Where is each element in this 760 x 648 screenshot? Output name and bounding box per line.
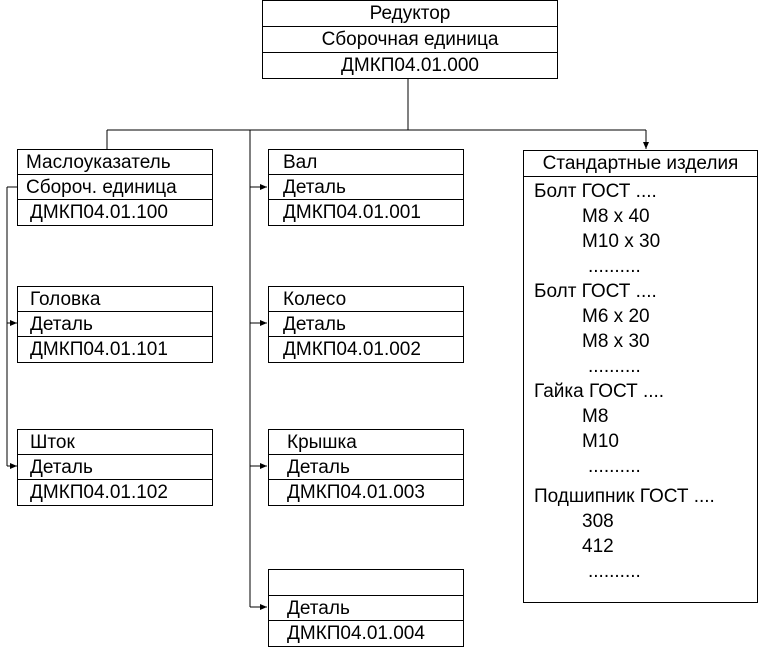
root-name: Редуктор [263,1,557,27]
part-box: Крышка Деталь ДМКП04.01.003 [268,429,464,506]
part-code: ДМКП04.01.004 [287,623,425,644]
assembly-code: ДМКП04.01.100 [30,202,168,223]
part-name: Головка [18,287,212,312]
standard-items-title: Стандартные изделия [524,151,757,177]
part-code: ДМКП04.01.002 [283,339,421,360]
part-type: Деталь [269,455,463,480]
part-code: ДМКП04.01.102 [30,482,168,503]
part-code: ДМКП04.01.101 [30,339,168,360]
standard-item: М10 x 30 [582,231,661,252]
standard-item: М8 x 40 [582,206,650,227]
standard-item: М10 [582,431,619,452]
root-code: ДМКП04.01.000 [341,55,479,76]
part-type: Деталь [18,312,212,337]
standard-item: 308 [582,511,614,532]
root-type: Сборочная единица [263,27,557,53]
part-code: ДМКП04.01.001 [283,202,421,223]
part-name: Шток [18,430,212,455]
part-type: Деталь [269,596,463,621]
standard-item: Болт ГОСТ .... [534,281,657,302]
standard-item: Болт ГОСТ .... [534,181,657,202]
part-type: Деталь [269,312,463,337]
assembly-type: Сбороч. единица [18,175,212,200]
part-name: Крышка [269,430,463,455]
standard-item: .......... [588,356,641,377]
root-box: Редуктор Сборочная единица ДМКП04.01.000 [262,0,558,79]
standard-item: Подшипник ГОСТ .... [534,486,715,507]
part-name: Вал [269,150,463,175]
assembly-part-box: Шток Деталь ДМКП04.01.102 [17,429,213,506]
part-box: Колесо Деталь ДМКП04.01.002 [268,286,464,363]
part-box: Вал Деталь ДМКП04.01.001 [268,149,464,226]
standard-item: 412 [582,536,614,557]
part-name: Колесо [269,287,463,312]
standard-item: М8 [582,406,609,427]
standard-item: Гайка ГОСТ .... [534,381,665,402]
assembly-name: Маслоуказатель [18,150,212,175]
part-type: Деталь [18,455,212,480]
part-type: Деталь [269,175,463,200]
part-box: Деталь ДМКП04.01.004 [268,569,464,647]
standard-item: М6 x 20 [582,306,650,327]
standard-item: .......... [588,456,641,477]
standard-item: .......... [588,561,641,582]
assembly-box: Маслоуказатель Сбороч. единица ДМКП04.01… [17,149,213,226]
standard-item: .......... [588,256,641,277]
part-name [269,570,463,596]
standard-item: М8 x 30 [582,331,650,352]
part-code: ДМКП04.01.003 [287,482,425,503]
standard-items-box: Стандартные изделия Болт ГОСТ .... М8 x … [523,150,758,603]
assembly-part-box: Головка Деталь ДМКП04.01.101 [17,286,213,363]
